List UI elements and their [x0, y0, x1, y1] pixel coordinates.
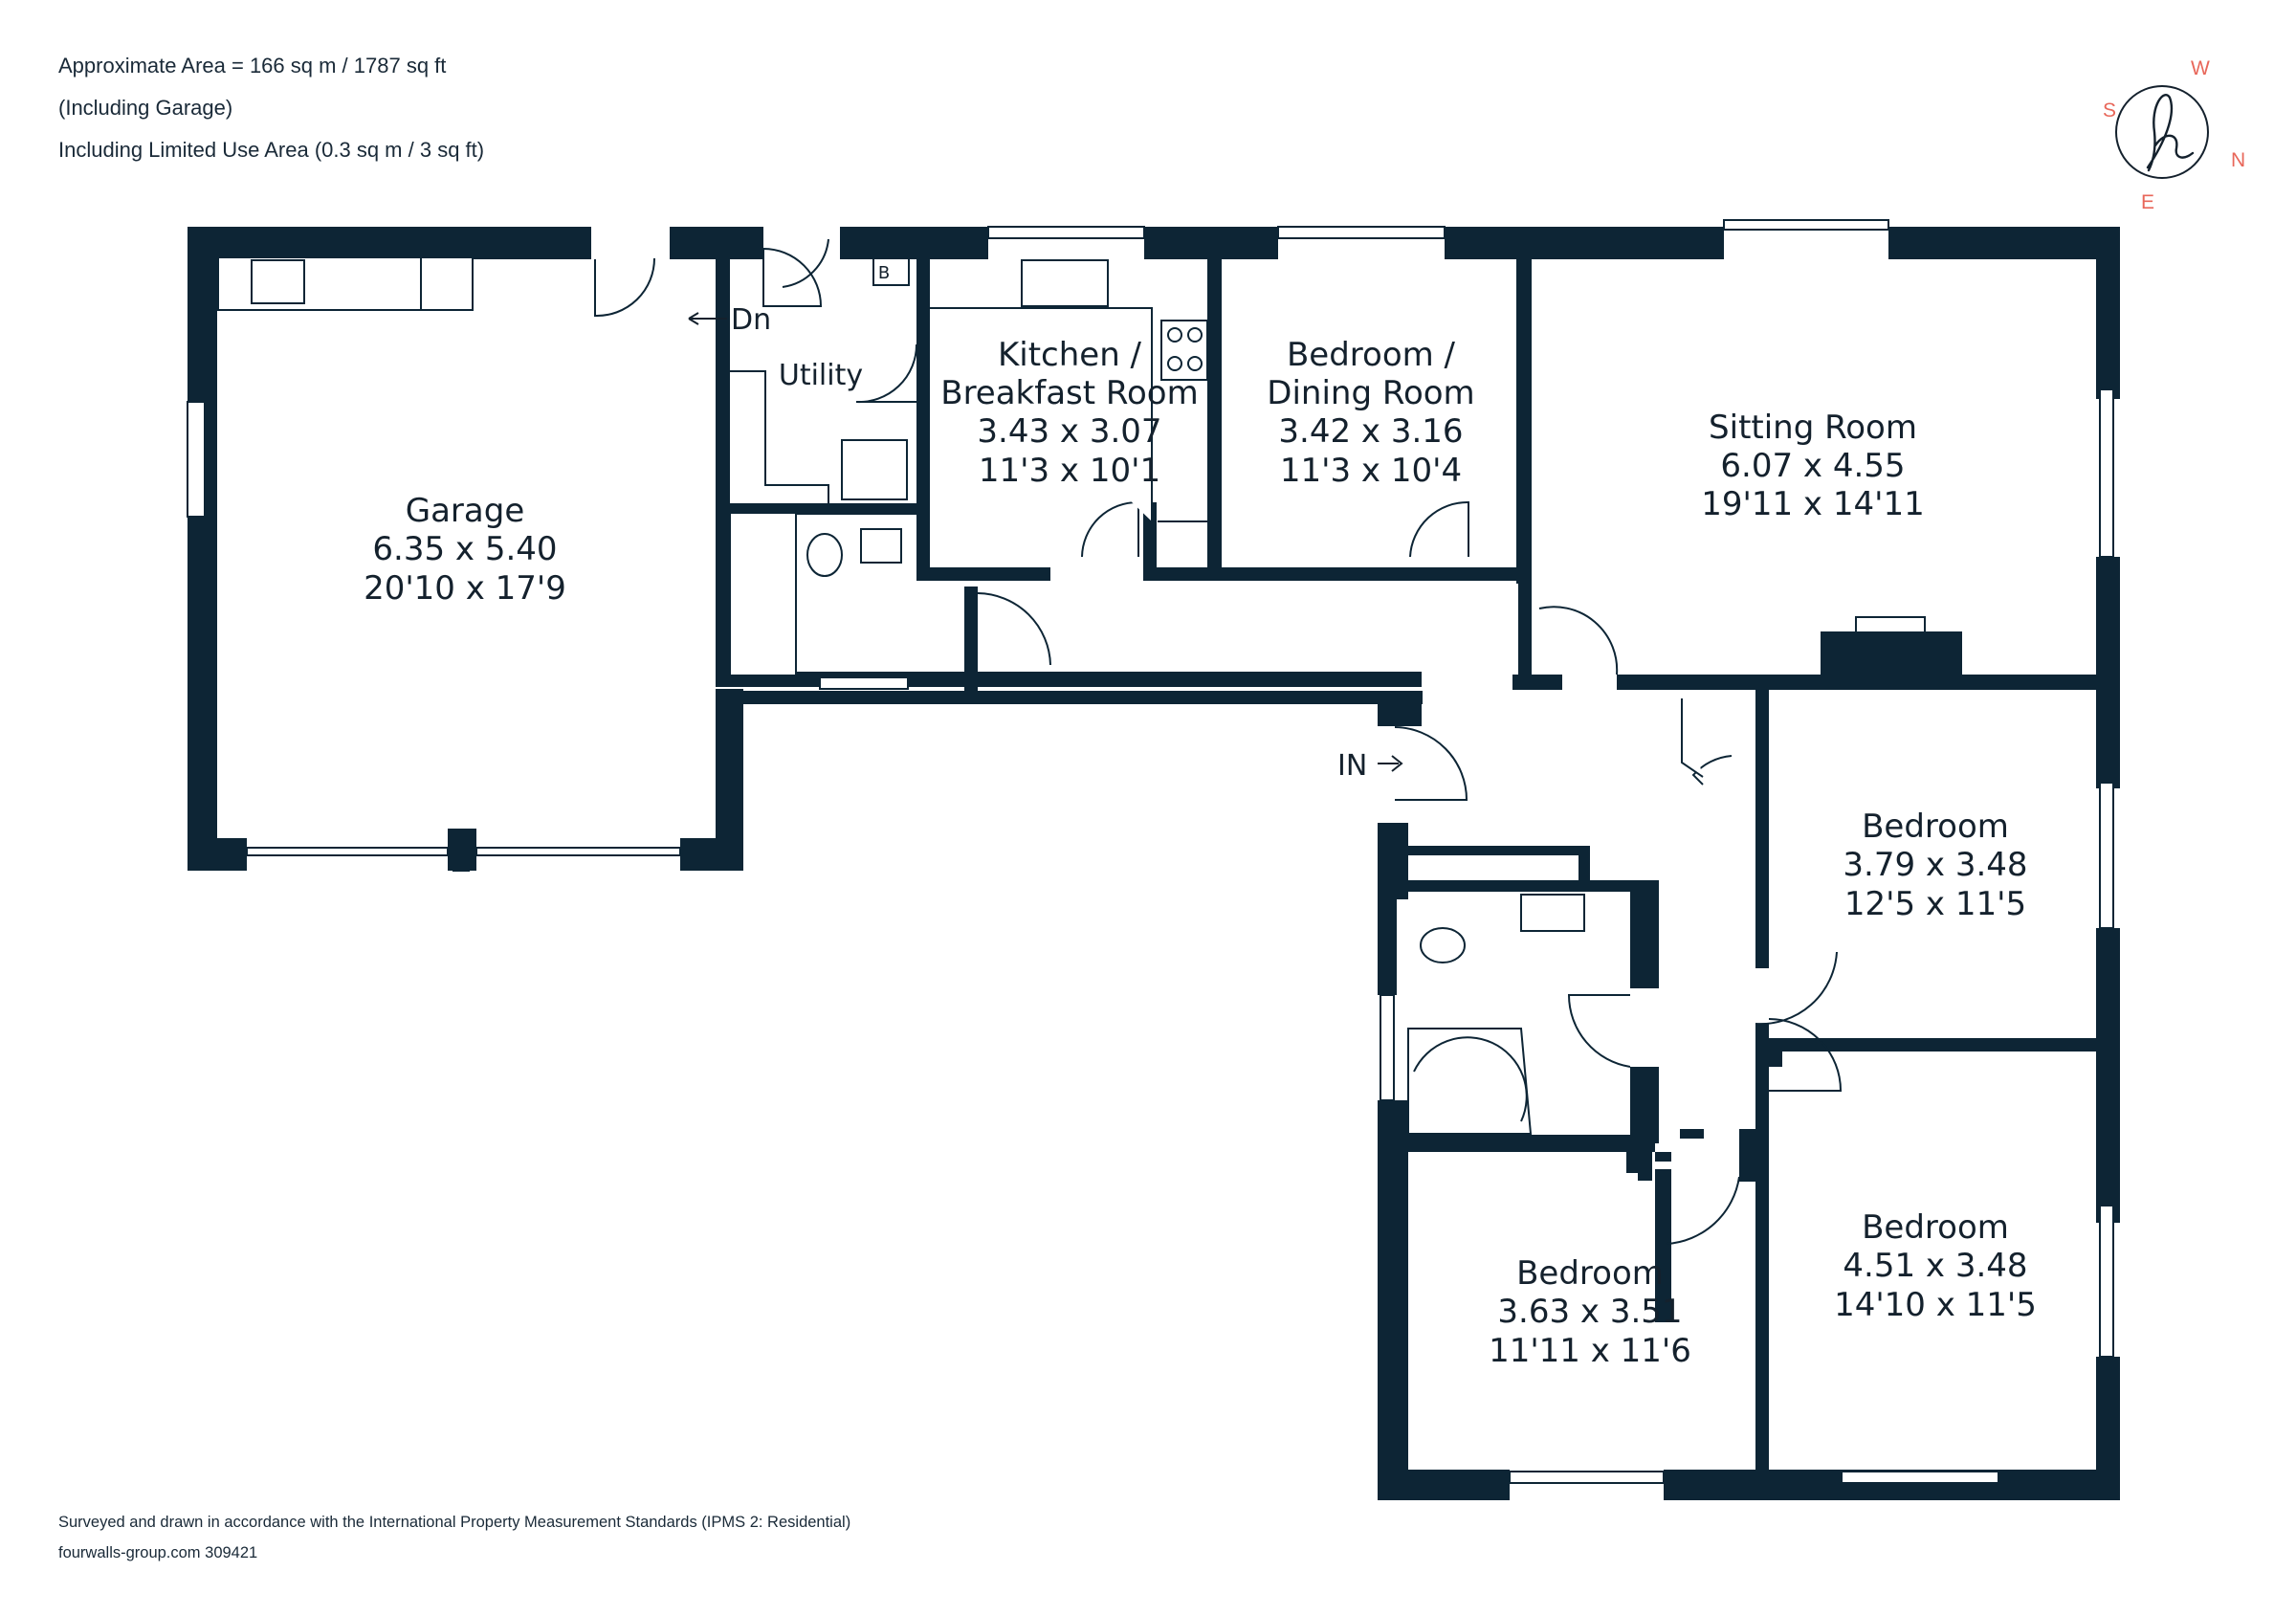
kitchen-sink [1021, 259, 1109, 307]
dining-metric: 3.42 x 3.16 [1278, 412, 1463, 451]
garage-door [246, 841, 681, 872]
bedroom-southeast-name: Bedroom [1862, 1208, 2009, 1247]
basin-icon [860, 528, 902, 564]
garage-sink [251, 259, 305, 304]
bedroom-south-metric: 3.63 x 3.51 [1497, 1293, 1682, 1331]
wc-icon [806, 533, 843, 577]
sitting-metric: 6.07 x 4.55 [1720, 447, 1905, 485]
entrance-arrow-icon [1378, 755, 1403, 772]
compass-south: S [2103, 100, 2116, 122]
kitchen-name-2: Breakfast Room [940, 374, 1198, 412]
bedroom-southeast-metric: 4.51 x 3.48 [1843, 1247, 2027, 1285]
bedroom-east-metric: 3.79 x 3.48 [1843, 846, 2027, 884]
markers: Dn B IN [688, 263, 1403, 783]
standards-note: Surveyed and drawn in accordance with th… [58, 1514, 851, 1531]
hob [1160, 320, 1208, 381]
shower-tray [729, 512, 797, 676]
walls [188, 227, 2120, 1500]
fixtures [217, 256, 1926, 1135]
garage-name: Garage [406, 492, 525, 530]
door-swings [594, 238, 1843, 1245]
utility-name: Utility [779, 359, 863, 392]
bedroom-southeast-imperial: 14'10 x 11'5 [1834, 1286, 2037, 1324]
dining-imperial: 11'3 x 10'4 [1280, 452, 1462, 490]
limited-use-note: Including Limited Use Area (0.3 sq m / 3… [58, 138, 485, 162]
logo-letter-icon [2146, 94, 2195, 172]
bedroom-south-imperial: 11'11 x 11'6 [1489, 1332, 1691, 1370]
bedroom-east-imperial: 12'5 x 11'5 [1844, 885, 2026, 923]
garage-metric: 6.35 x 5.40 [372, 530, 557, 568]
fireplace-hearth [1855, 616, 1926, 633]
windows [187, 219, 2114, 1484]
sitting-imperial: 19'11 x 14'11 [1701, 485, 1924, 523]
boiler-label: B [878, 263, 890, 283]
compass-east: E [2141, 191, 2154, 213]
garage-imperial: 20'10 x 17'9 [364, 569, 566, 608]
entrance-label: IN [1337, 749, 1367, 783]
compass-north: N [2231, 149, 2245, 171]
boiler-box [872, 257, 910, 286]
area-summary: Approximate Area = 166 sq m / 1787 sq ft [58, 54, 447, 77]
kitchen-name-1: Kitchen / [998, 336, 1142, 374]
room-labels: Garage 6.35 x 5.40 20'10 x 17'9 Utility … [364, 336, 2037, 1370]
dining-name-1: Bedroom / [1287, 336, 1456, 374]
kitchen-imperial: 11'3 x 10'1 [979, 452, 1160, 490]
down-stairs-label: Dn [731, 303, 771, 337]
compass-west: W [2191, 57, 2210, 79]
reference-note: fourwalls-group.com 309421 [58, 1544, 258, 1561]
compass-logo: W S N E [2103, 57, 2245, 213]
bath-wc-icon [1420, 927, 1466, 963]
utility-sink [841, 439, 908, 500]
bedroom-south-name: Bedroom [1516, 1254, 1664, 1293]
garage-note: (Including Garage) [58, 96, 233, 120]
kitchen-metric: 3.43 x 3.07 [977, 412, 1161, 451]
down-arrow-icon [688, 312, 727, 325]
sitting-name: Sitting Room [1709, 409, 1917, 447]
bedroom-east-name: Bedroom [1862, 808, 2009, 846]
bath-basin [1520, 894, 1585, 932]
dining-name-2: Dining Room [1267, 374, 1474, 412]
